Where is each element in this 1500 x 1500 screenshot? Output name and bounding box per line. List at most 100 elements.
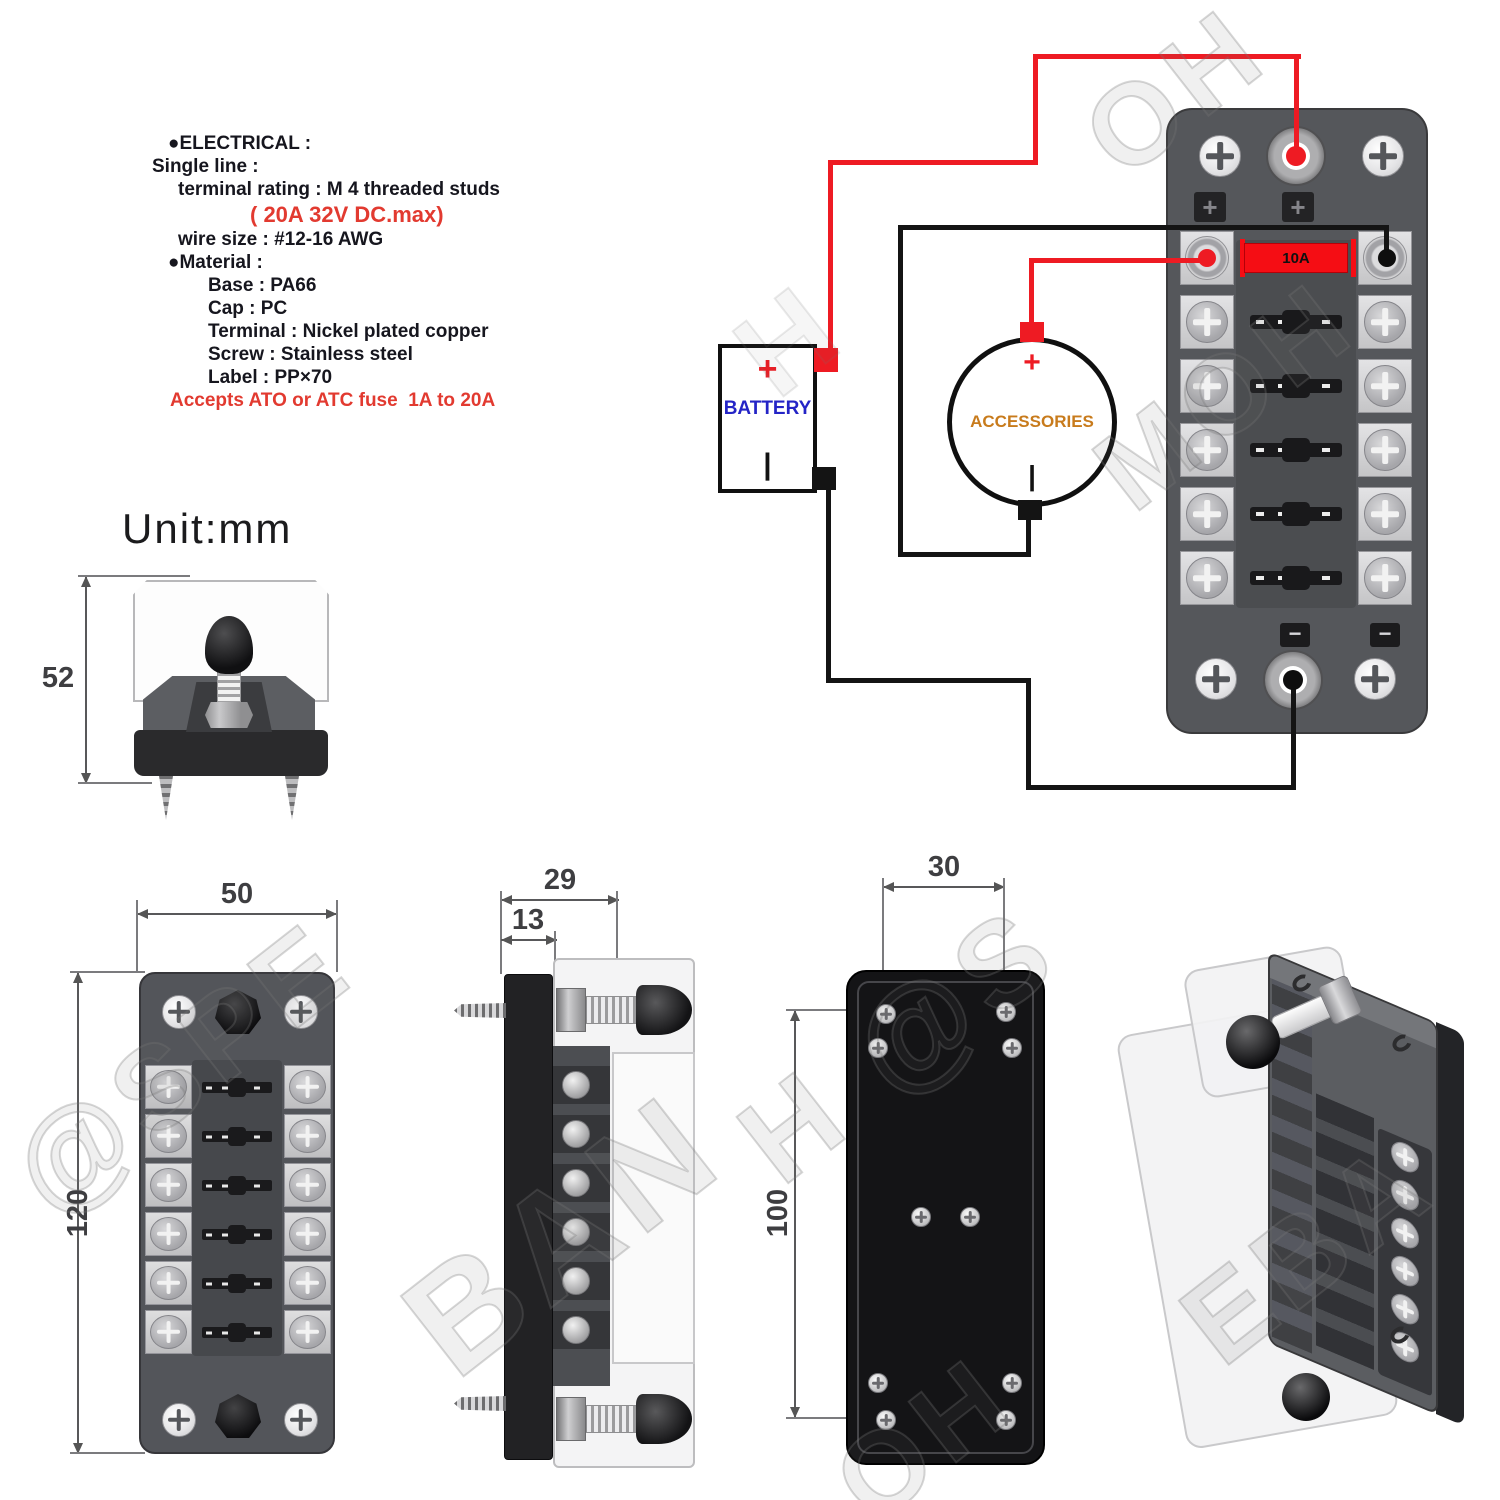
accessories-minus-symbol: |	[1028, 460, 1036, 491]
dim-extension	[616, 891, 618, 958]
fuse-terminal	[145, 1261, 192, 1305]
wire-battery-positive	[828, 160, 833, 354]
fuse-channel-panel	[1236, 240, 1356, 608]
dim-arrow	[608, 895, 619, 905]
wire-battery-positive	[1033, 54, 1301, 59]
terminal-screw-icon	[1186, 365, 1228, 407]
blade-fuse-icon	[202, 1327, 272, 1338]
terminal-screw-icon	[1364, 493, 1406, 535]
spec-line-fuse-note: Accepts ATO or ATC fuse 1A to 20A	[170, 390, 496, 411]
wire-fuse-output	[1026, 516, 1031, 557]
front-view	[139, 972, 335, 1454]
fuse-clip	[1240, 239, 1245, 277]
terminal-screw-icon	[1186, 429, 1228, 471]
terminal-screw-icon	[1364, 429, 1406, 471]
phillips-screw-icon	[162, 1403, 196, 1437]
accessories-negative-terminal	[1018, 500, 1042, 520]
phillips-screw-icon	[1362, 135, 1404, 177]
dim-label-52: 52	[41, 662, 75, 694]
stud-thread	[586, 1405, 640, 1433]
dim-extension	[78, 575, 190, 577]
dim-line-100	[794, 1010, 796, 1418]
back-screw-icon	[876, 1410, 896, 1430]
wire-battery-negative	[1026, 678, 1031, 790]
battery-negative-terminal	[812, 467, 836, 490]
battery-minus-symbol: |	[763, 448, 772, 481]
terminal-screw-side-icon	[562, 1120, 590, 1148]
wire-accessories-positive	[1029, 258, 1034, 328]
blade-fuse-icon	[202, 1278, 272, 1289]
accessories-symbol: + ACCESSORIES |	[947, 337, 1117, 507]
fuse-terminal	[1180, 551, 1234, 605]
terminal-screw-icon	[1364, 301, 1406, 343]
fuse-terminal	[145, 1212, 192, 1256]
fuse-terminal	[1180, 295, 1234, 349]
fuse-terminal	[284, 1212, 331, 1256]
back-screw-icon	[911, 1207, 931, 1227]
fuse-terminal	[284, 1065, 331, 1109]
fuse-input-connection	[1198, 249, 1216, 267]
dim-label-50: 50	[220, 878, 254, 910]
spec-line: Single line :	[152, 156, 259, 177]
dim-extension	[786, 1417, 872, 1419]
stud-thread	[586, 996, 640, 1024]
wire-battery-negative	[826, 678, 1031, 683]
wire-battery-positive	[1033, 54, 1038, 165]
dim-extension	[554, 931, 556, 974]
stud-nut	[556, 1397, 586, 1441]
dim-arrow	[546, 935, 557, 945]
terminal-screw-side-icon	[562, 1218, 590, 1246]
fuse-terminal	[1358, 295, 1412, 349]
blade-fuse-icon	[202, 1131, 272, 1142]
fuse-terminal	[145, 1065, 192, 1109]
iso-view	[1115, 935, 1500, 1495]
fuse-terminal	[1358, 423, 1412, 477]
terminal-screw-icon	[289, 1119, 326, 1153]
dim-extension	[786, 1009, 872, 1011]
blade-fuse-icon	[1250, 443, 1342, 457]
fuse-output-connection	[1378, 249, 1396, 267]
wire-fuse-output	[898, 225, 903, 557]
wire-battery-negative	[826, 488, 831, 683]
fuse-terminal	[1358, 359, 1412, 413]
fuse-terminal	[284, 1114, 331, 1158]
holder-rubber-cap	[205, 616, 253, 674]
dim-arrow	[883, 882, 894, 892]
dim-line-13	[501, 939, 557, 941]
stud-cap	[1226, 1015, 1280, 1069]
battery-symbol: + BATTERY |	[718, 344, 817, 493]
terminal-screw-icon	[1364, 557, 1406, 599]
dim-extension	[1003, 878, 1005, 1006]
accessories-positive-terminal	[1020, 322, 1044, 342]
blade-fuse-icon	[1250, 379, 1342, 393]
wire-fuse-output	[898, 225, 1389, 230]
phillips-screw-icon	[162, 995, 196, 1029]
battery-label: BATTERY	[723, 398, 812, 419]
back-screw-icon	[996, 1410, 1016, 1430]
wire-battery-positive	[828, 160, 1038, 165]
battery-plus-symbol: +	[757, 350, 778, 388]
dim-label-100: 100	[762, 1188, 794, 1238]
negative-stud-connection	[1283, 670, 1303, 690]
spec-line: Cap : PC	[208, 298, 288, 319]
dim-label-13: 13	[511, 904, 545, 936]
dim-arrow	[790, 1407, 800, 1418]
fuse-terminal	[145, 1114, 192, 1158]
terminal-screw-icon	[150, 1217, 187, 1251]
spec-line: ●ELECTRICAL :	[168, 133, 312, 154]
spec-line: Screw : Stainless steel	[208, 344, 413, 365]
iso-fuse-row	[1316, 1093, 1374, 1370]
accessories-label: ACCESSORIES	[970, 412, 1094, 431]
dim-line-30	[883, 886, 1005, 888]
terminal-screw-icon	[150, 1315, 187, 1349]
terminal-screw-icon	[289, 1070, 326, 1104]
back-view-inner-outline	[857, 981, 1034, 1454]
dim-extension	[78, 782, 152, 784]
side-view-cover-body	[612, 1052, 695, 1364]
dim-arrow	[501, 895, 512, 905]
terminal-screw-icon	[150, 1070, 187, 1104]
mounting-screw-icon	[285, 776, 299, 820]
dim-arrow	[73, 1443, 83, 1454]
spec-line-rating: ( 20A 32V DC.max)	[250, 202, 444, 227]
